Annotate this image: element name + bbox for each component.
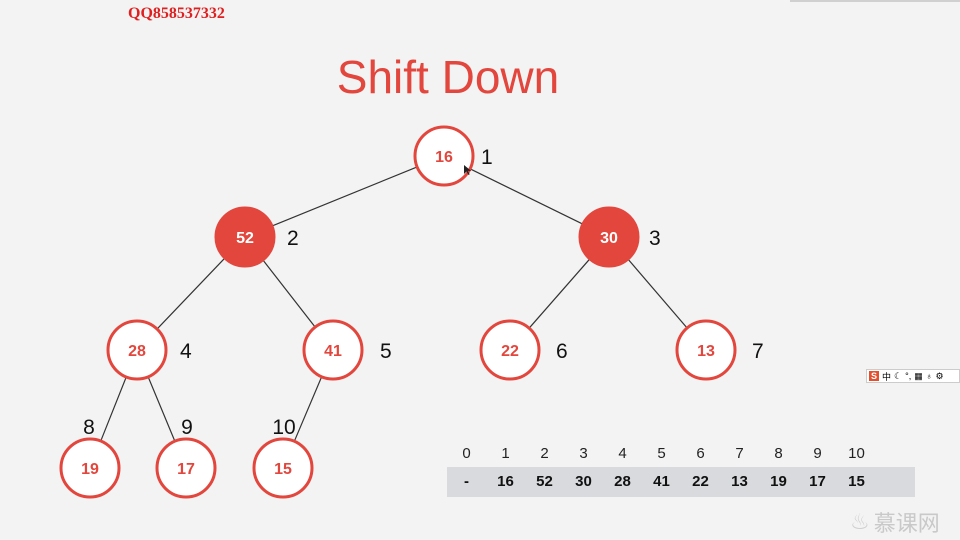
tree-node (479, 319, 541, 381)
ime-moon-icon[interactable]: ☾ (894, 370, 903, 381)
tree-node-value: 15 (274, 461, 292, 478)
tree-node (106, 319, 168, 381)
tree-node-value: 30 (600, 230, 618, 247)
tree-node (214, 206, 276, 268)
site-watermark: ♨ 慕课网 (850, 506, 940, 538)
ime-logo-icon[interactable]: S (869, 371, 880, 381)
tree-node-value: 17 (177, 461, 195, 478)
array-index-cell: 4 (618, 445, 627, 462)
qq-watermark: QQ858537332 (128, 5, 225, 22)
top-divider (790, 0, 960, 2)
tree-edge (528, 258, 591, 329)
tree-node-value: 52 (236, 230, 254, 247)
tree-edge (156, 257, 226, 330)
array-value-cell: 52 (536, 473, 553, 490)
tree-node-value: 13 (697, 343, 715, 360)
tree-node-index: 7 (752, 340, 764, 363)
array-index-cell: 10 (848, 445, 865, 462)
array-index-cell: 0 (462, 445, 471, 462)
mouse-cursor-icon (464, 165, 472, 175)
tree-edge (469, 168, 584, 225)
array-index-cell: 5 (657, 445, 666, 462)
array-index-cell: 9 (813, 445, 822, 462)
ime-skin-icon[interactable]: ♁ (925, 371, 933, 381)
tree-node-index: 2 (287, 227, 299, 250)
tree-edge (627, 258, 688, 329)
ime-language-toggle[interactable]: 中 (882, 371, 892, 382)
heap-array-table: 0 1 2 3 4 5 6 7 8 9 10 - 16 52 30 28 41 … (447, 441, 915, 497)
tree-edge (100, 376, 127, 442)
tree-node (59, 437, 121, 499)
tree-node-index: 6 (556, 340, 568, 363)
tree-node-value: 28 (128, 343, 146, 360)
tree-node (578, 206, 640, 268)
array-value-cell: 28 (614, 473, 631, 490)
flame-logo-icon: ♨ (850, 509, 870, 535)
tree-node-index: 5 (380, 340, 392, 363)
array-value-row: - 16 52 30 28 41 22 13 19 17 15 (447, 467, 915, 497)
array-value-cell: 30 (575, 473, 592, 490)
array-value-cell: 41 (653, 473, 670, 490)
tree-edge (271, 166, 418, 227)
array-value-cell: 19 (770, 473, 787, 490)
ime-punctuation-icon[interactable]: °, (905, 371, 912, 381)
tree-node-index: 8 (83, 416, 95, 439)
tree-node (302, 319, 364, 381)
ime-keyboard-icon[interactable]: ▦ (914, 370, 923, 381)
tree-edge (262, 259, 316, 328)
tree-node-index: 10 (272, 416, 295, 439)
tree-node (252, 437, 314, 499)
tree-node-index: 9 (181, 416, 193, 439)
tree-node (413, 125, 475, 187)
tree-edge (293, 376, 323, 442)
array-index-row: 0 1 2 3 4 5 6 7 8 9 10 (447, 441, 915, 467)
tree-edge (147, 376, 176, 442)
tree-node (155, 437, 217, 499)
tree-node-index: 4 (180, 340, 192, 363)
tree-node-value: 16 (435, 149, 453, 166)
tree-node-value: 22 (501, 343, 519, 360)
tree-node-value: 19 (81, 461, 99, 478)
array-value-cell: 13 (731, 473, 748, 490)
array-index-cell: 8 (774, 445, 783, 462)
ime-toolbar[interactable]: S 中 ☾ °, ▦ ♁ ⚙ (866, 369, 960, 383)
array-value-cell: 16 (497, 473, 514, 490)
tree-node-value: 41 (324, 343, 342, 360)
array-value-cell: 22 (692, 473, 709, 490)
site-watermark-text: 慕课网 (873, 512, 940, 537)
tree-node (675, 319, 737, 381)
array-index-cell: 1 (501, 445, 510, 462)
ime-settings-icon[interactable]: ⚙ (935, 370, 944, 381)
array-index-cell: 2 (540, 445, 549, 462)
array-value-cell: - (464, 473, 469, 490)
array-value-cell: 15 (848, 473, 865, 490)
slide-title: Shift Down (336, 51, 560, 103)
array-index-cell: 3 (579, 445, 588, 462)
array-index-cell: 6 (696, 445, 705, 462)
array-index-cell: 7 (735, 445, 744, 462)
tree-node-index: 3 (649, 227, 661, 250)
array-value-cell: 17 (809, 473, 826, 490)
tree-node-index: 1 (481, 146, 493, 169)
